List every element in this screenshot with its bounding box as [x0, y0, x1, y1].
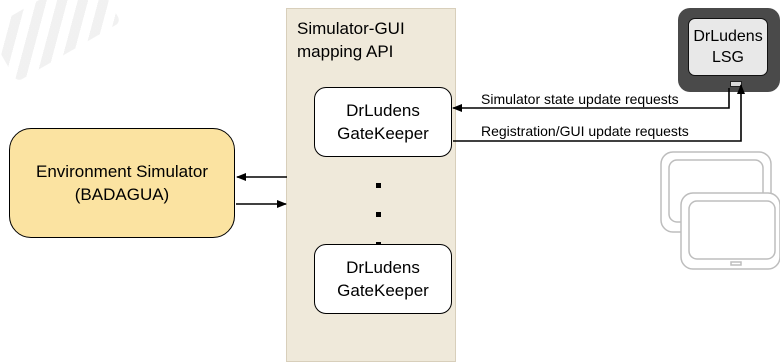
lsg-label-line-1: DrLudens: [693, 28, 763, 45]
gatekeeper-box-top: DrLudens GateKeeper: [314, 87, 452, 157]
ellipsis-dot: [376, 212, 381, 217]
gatekeeper-bottom-line-1: DrLudens: [346, 258, 420, 277]
gatekeeper-bottom-line-2: GateKeeper: [337, 281, 429, 300]
api-title-line-2: mapping API: [297, 42, 394, 61]
api-title-line-1: Simulator-GUI: [297, 19, 405, 38]
lsg-label-line-2: LSG: [711, 49, 744, 66]
registration-arrow: [453, 84, 745, 142]
simulator-label-line-2: (BADAGUA): [74, 185, 170, 204]
gatekeeper-top-line-2: GateKeeper: [337, 124, 429, 143]
api-panel-title: Simulator-GUI mapping API: [297, 17, 447, 63]
state-update-arrow: [452, 88, 730, 112]
ellipsis-dot: [376, 183, 381, 188]
lsg-device-screen: DrLudens LSG: [688, 18, 768, 76]
state-update-requests-label: Simulator state update requests: [481, 91, 679, 107]
gatekeeper-top-line-1: DrLudens: [346, 101, 420, 120]
environment-simulator-box: Environment Simulator (BADAGUA): [9, 128, 235, 238]
registration-requests-label: Registration/GUI update requests: [481, 123, 689, 139]
ghost-tablet-front: [680, 192, 780, 270]
simulator-label-line-1: Environment Simulator: [36, 162, 208, 181]
gatekeeper-box-bottom: DrLudens GateKeeper: [314, 244, 452, 314]
